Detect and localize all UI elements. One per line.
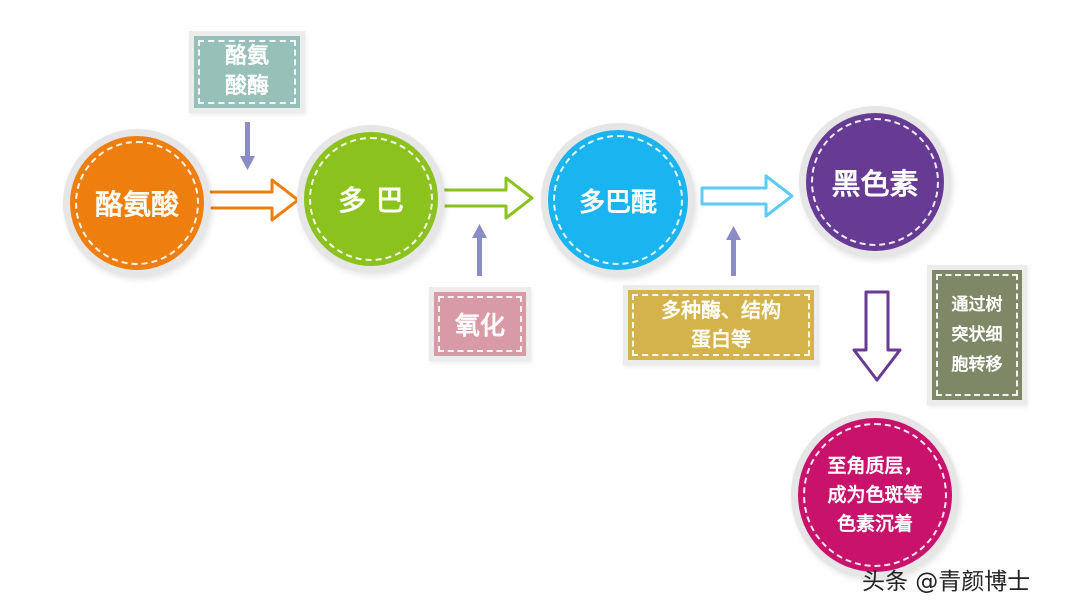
node-tyrosine-label: 酪氨酸: [94, 188, 179, 221]
box-oxidation: 氧化: [434, 292, 526, 356]
node-dopaquinone-label: 多巴醌: [578, 187, 657, 218]
arrow-oxidation-up: [472, 224, 487, 276]
node-dopaquinone: 多巴醌: [548, 130, 688, 270]
arrow-tyrosinase-down: [240, 122, 255, 170]
arrow-dopa-to-dopaquinone: [440, 176, 534, 220]
arrow-enzymes-up: [726, 226, 741, 276]
box-transfer-label: 通过树 突状细 胞转移: [951, 295, 1003, 375]
box-enzymes: 多种酶、结构 蛋白等: [628, 290, 814, 360]
box-tyrosinase-label: 酪氨 酸酶: [224, 44, 269, 99]
node-dopa: 多 巴: [304, 132, 438, 266]
arrow-tyrosine-to-dopa: [206, 178, 300, 222]
box-transfer: 通过树 突状细 胞转移: [932, 270, 1022, 400]
arrow-melanin-to-pigmentation: [852, 290, 902, 382]
watermark: 头条 @青颜博士: [862, 569, 1031, 595]
box-enzymes-label: 多种酶、结构 蛋白等: [661, 298, 781, 351]
node-dopa-label: 多 巴: [338, 184, 404, 217]
box-tyrosinase: 酪氨 酸酶: [194, 36, 300, 108]
node-pigmentation: 至角质层， 成为色斑等 色素沉着: [798, 418, 952, 572]
box-oxidation-label: 氧化: [454, 311, 505, 340]
node-melanin: 黑色素: [806, 113, 944, 251]
node-melanin-label: 黑色素: [831, 167, 919, 201]
arrow-dopaquinone-to-melanin: [700, 174, 794, 218]
node-pigmentation-label: 至角质层， 成为色斑等 色素沉着: [827, 454, 923, 535]
node-tyrosine: 酪氨酸: [70, 136, 204, 270]
